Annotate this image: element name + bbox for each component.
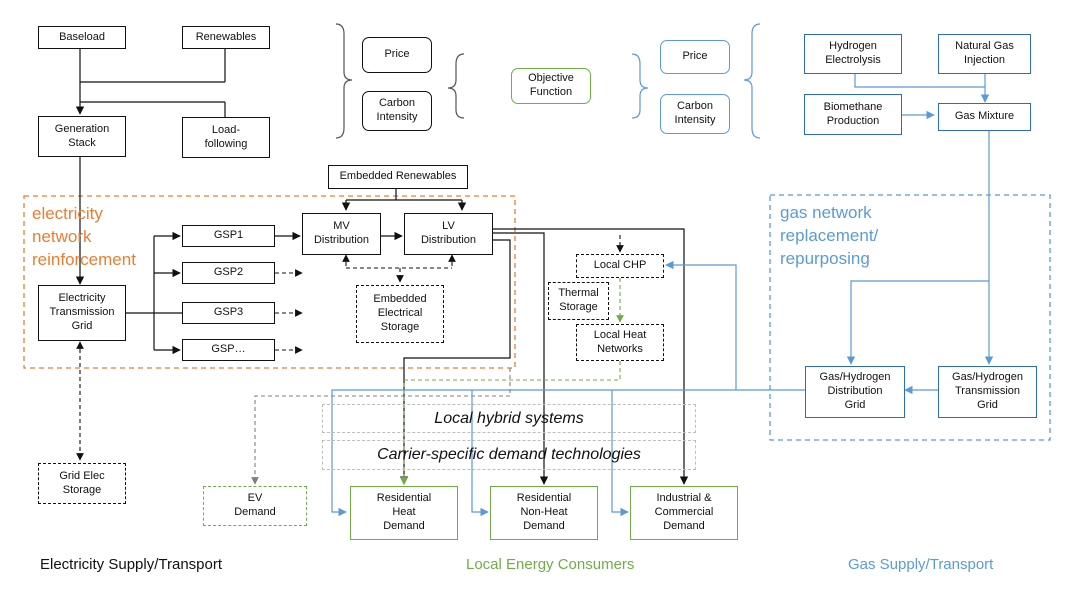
embedded-electrical-storage-node: Embedded Electrical Storage — [356, 285, 444, 343]
gsp3-node: GSP3 — [182, 302, 275, 324]
ev-demand-node: EV Demand — [203, 486, 307, 526]
gas-network-region — [769, 194, 1051, 441]
biomethane-production-node: Biomethane Production — [804, 94, 902, 135]
carbon-intensity-right-node: Carbon Intensity — [660, 94, 730, 134]
local-energy-consumers-label: Local Energy Consumers — [466, 556, 635, 573]
electricity-supply-connectors — [75, 49, 689, 485]
gas-region-label: gas network replacement/ repurposing — [780, 203, 879, 268]
mv-distribution-node: MV Distribution — [302, 213, 381, 255]
embedded-renewables-node: Embedded Renewables — [328, 165, 468, 189]
baseload-node: Baseload — [38, 26, 126, 49]
carbon-intensity-left-node: Carbon Intensity — [362, 91, 432, 131]
dashed-connectors — [76, 235, 624, 485]
carrier-specific-demand-band: Carrier-specific demand technologies — [322, 440, 696, 470]
local-chp-node: Local CHP — [576, 254, 664, 278]
electricity-supply-transport-label: Electricity Supply/Transport — [40, 556, 223, 573]
gas-hydrogen-transmission-grid-node: Gas/Hydrogen Transmission Grid — [938, 366, 1037, 418]
local-hybrid-systems-band: Local hybrid systems — [322, 404, 696, 433]
grid-elec-storage-node: Grid Elec Storage — [38, 463, 126, 504]
electricity-transmission-grid-node: Electricity Transmission Grid — [38, 285, 126, 341]
price-right-node: Price — [660, 40, 730, 74]
generation-stack-node: Generation Stack — [38, 116, 126, 157]
gsp-more-node: GSP… — [182, 339, 275, 361]
lv-distribution-node: LV Distribution — [404, 213, 493, 255]
gas-mixture-node: Gas Mixture — [938, 103, 1031, 131]
residential-heat-demand-node: Residential Heat Demand — [350, 486, 458, 540]
electricity-network-region — [23, 195, 516, 369]
residential-non-heat-demand-node: Residential Non-Heat Demand — [490, 486, 598, 540]
hydrogen-electrolysis-node: Hydrogen Electrolysis — [804, 34, 902, 74]
thermal-storage-node: Thermal Storage — [548, 282, 609, 320]
natural-gas-injection-node: Natural Gas Injection — [938, 34, 1031, 74]
price-left-node: Price — [362, 37, 432, 73]
objective-brackets — [335, 23, 761, 139]
local-heat-networks-node: Local Heat Networks — [576, 324, 664, 361]
gas-supply-transport-label: Gas Supply/Transport — [848, 556, 994, 573]
objective-function-node: Objective Function — [511, 68, 591, 104]
gsp1-node: GSP1 — [182, 225, 275, 247]
gsp2-node: GSP2 — [182, 262, 275, 284]
industrial-commercial-demand-node: Industrial & Commercial Demand — [630, 486, 738, 540]
electricity-region-label: electricity network reinforcement — [32, 204, 136, 269]
gas-connectors — [331, 74, 994, 517]
renewables-node: Renewables — [182, 26, 270, 49]
load-following-node: Load- following — [182, 117, 270, 158]
gas-hydrogen-distribution-grid-node: Gas/Hydrogen Distribution Grid — [805, 366, 905, 418]
